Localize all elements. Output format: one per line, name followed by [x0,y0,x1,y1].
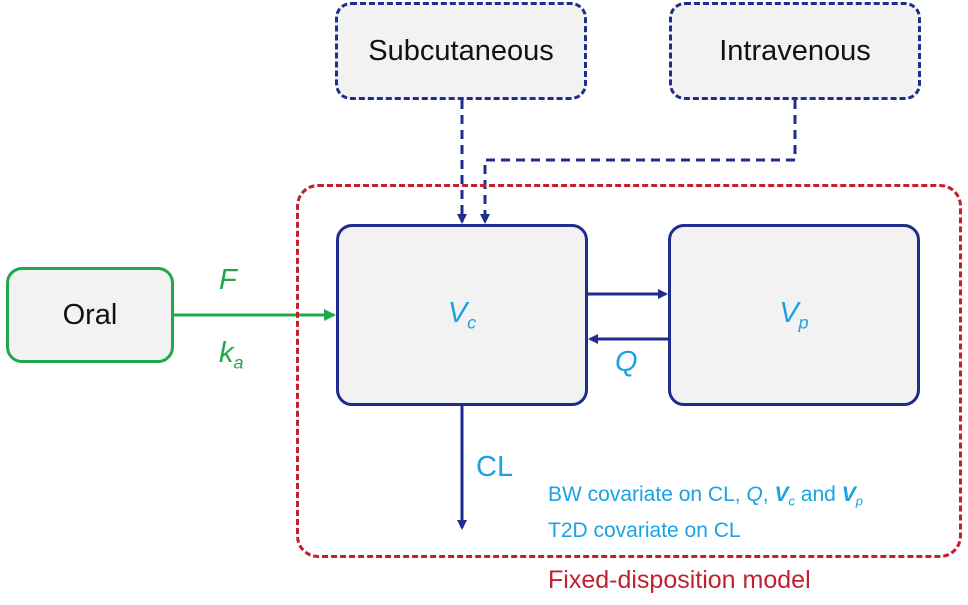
absorption-rate-label: ka [219,337,244,373]
model-title: Fixed-disposition model [548,566,811,594]
covariate-line-bw: BW covariate on CL, Q, Vc and Vp [548,483,863,509]
covariates-note: BW covariate on CL, Q, Vc and Vp T2D cov… [548,480,863,545]
intercompartmental-clearance-label: Q [615,346,638,378]
fixed-disposition-model-boundary [296,184,962,558]
intravenous-arrow [480,100,797,224]
central-volume-label: Vc [447,296,477,333]
subcutaneous-box: Subcutaneous [335,2,587,100]
subcutaneous-label: Subcutaneous [368,34,554,67]
peripheral-compartment: Vp [668,224,920,406]
oral-label: Oral [62,298,118,331]
peripheral-volume-label: Vp [779,296,809,333]
clearance-label: CL [476,451,514,483]
bioavailability-label: F [219,264,237,296]
intravenous-label: Intravenous [719,34,871,67]
intravenous-box: Intravenous [669,2,921,100]
oral-box: Oral [6,267,174,363]
central-compartment: Vc [336,224,588,406]
covariate-line-t2d: T2D covariate on CL [548,518,741,542]
